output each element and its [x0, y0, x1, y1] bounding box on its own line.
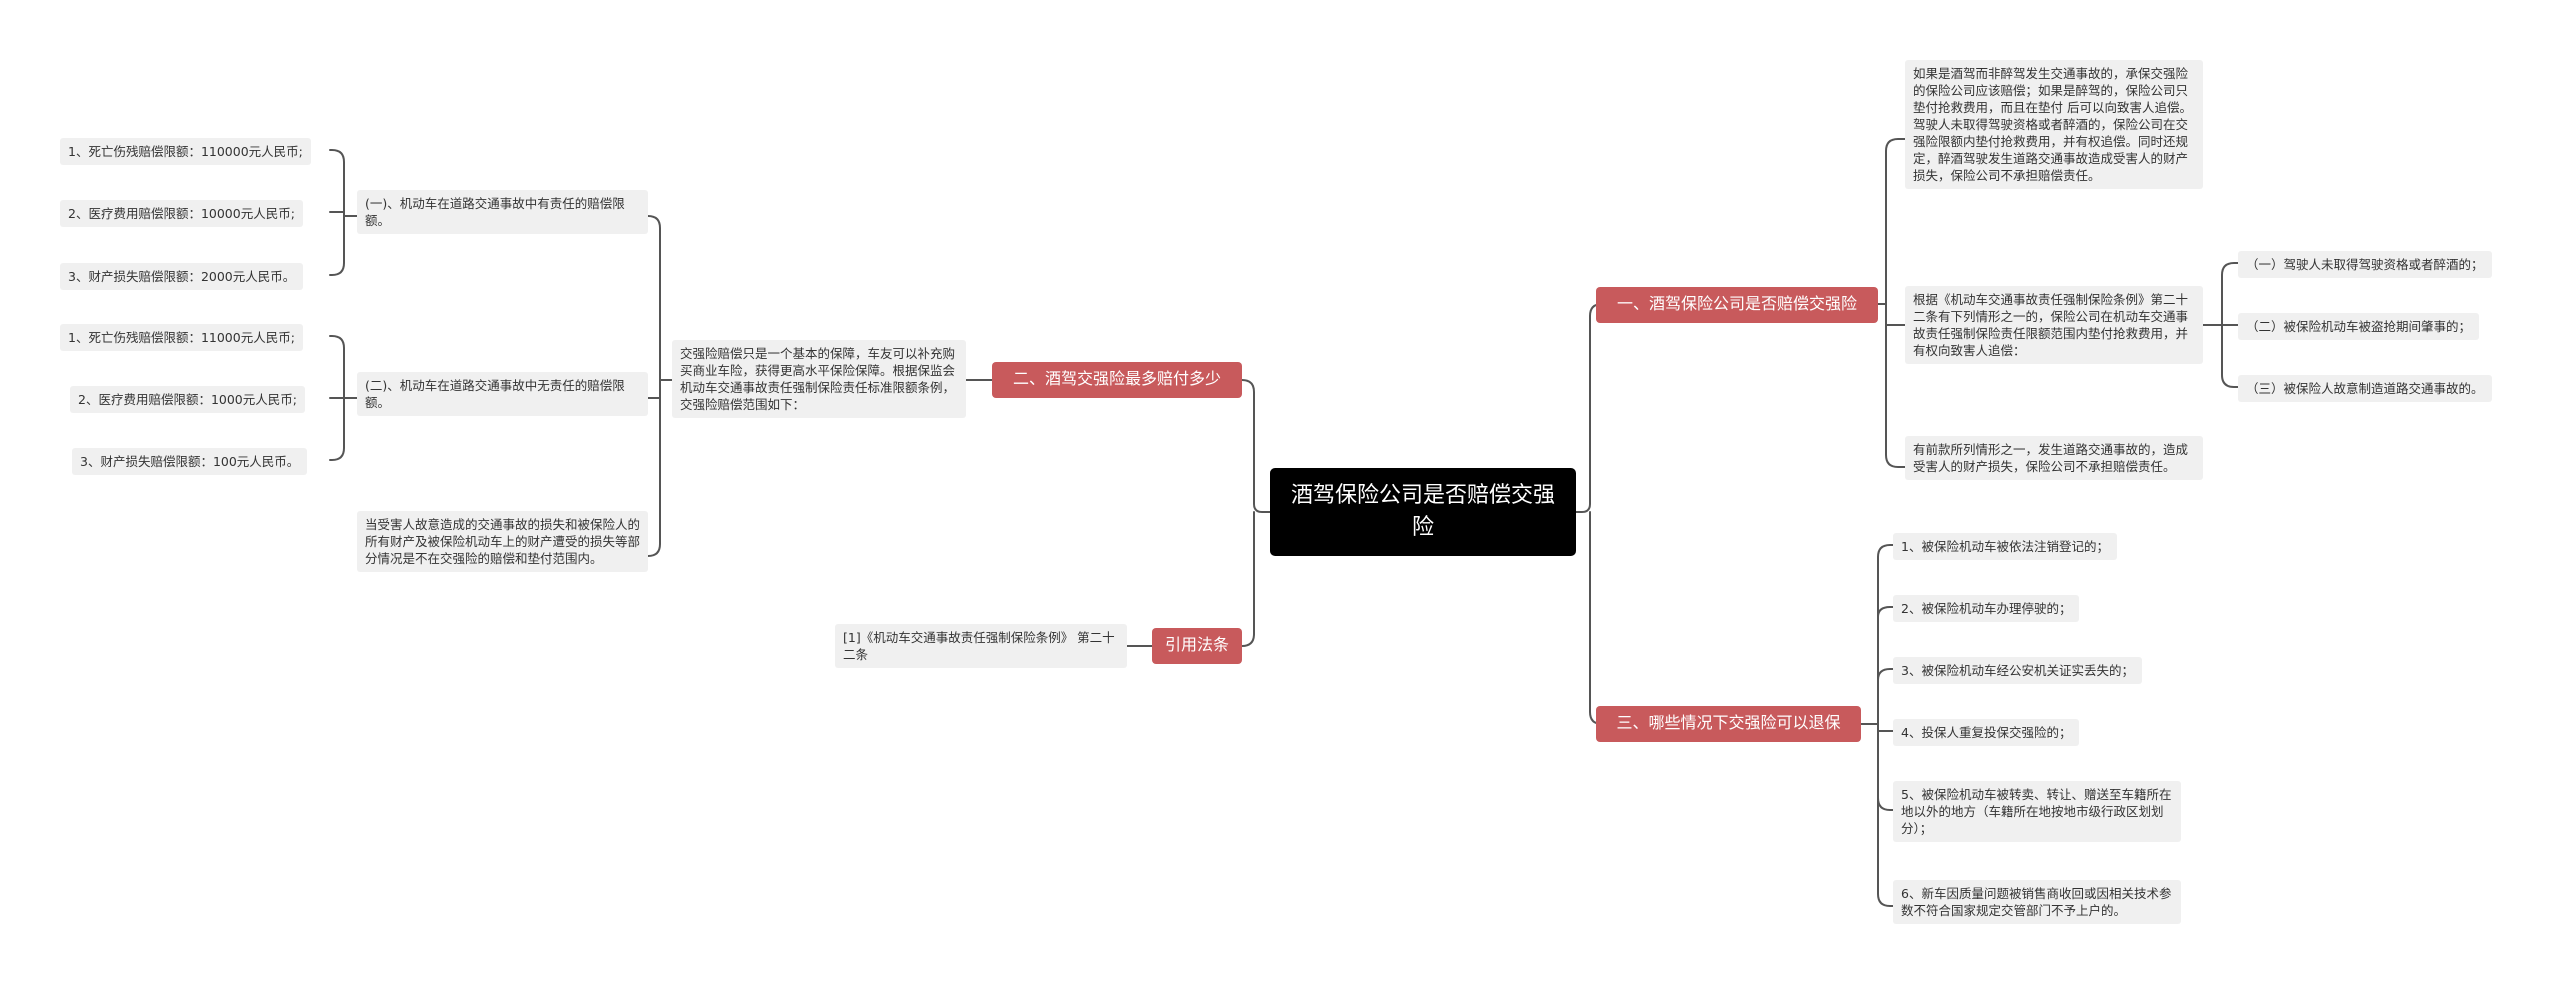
- b1-note-property-loss: 有前款所列情形之一，发生道路交通事故的，造成受害人的财产损失，保险公司不承担赔偿…: [1905, 436, 2203, 480]
- b3-item-1: 1、被保险机动车被依法注销登记的；: [1893, 533, 2117, 560]
- b2-g2-item-3: 3、财产损失赔偿限额：100元人民币。: [72, 448, 308, 475]
- b1-note-drunk-vs-intoxicated: 如果是酒驾而非醉驾发生交通事故的，承保交强险的保险公司应该赔偿；如果是醉驾的，保…: [1905, 60, 2203, 189]
- b2-g2-item-1: 1、死亡伤残赔偿限额：11000元人民币;: [60, 324, 303, 351]
- branch-2-max-compensation[interactable]: 二、酒驾交强险最多赔付多少: [992, 362, 1242, 398]
- b2-group-without-liability: (二)、机动车在道路交通事故中无责任的赔偿限额。: [357, 372, 648, 416]
- branch-1-drunk-driving-compensation[interactable]: 一、酒驾保险公司是否赔偿交强险: [1596, 287, 1878, 323]
- b1-item-1: （一）驾驶人未取得驾驶资格或者醉酒的；: [2238, 251, 2492, 278]
- b3-item-3: 3、被保险机动车经公安机关证实丢失的；: [1893, 657, 2142, 684]
- b3-item-5: 5、被保险机动车被转卖、转让、赠送至车籍所在地以外的地方（车籍所在地按地市级行政…: [1893, 781, 2181, 842]
- branch-3-surrender-conditions[interactable]: 三、哪些情况下交强险可以退保: [1596, 706, 1861, 742]
- b2-group-with-liability: (一)、机动车在道路交通事故中有责任的赔偿限额。: [357, 190, 648, 234]
- b1-item-3: （三）被保险人故意制造道路交通事故的。: [2238, 375, 2492, 402]
- b3-item-4: 4、投保人重复投保交强险的；: [1893, 719, 2080, 746]
- b2-g1-item-1: 1、死亡伤残赔偿限额：110000元人民币;: [60, 138, 311, 165]
- b1-item-2: （二）被保险机动车被盗抢期间肇事的；: [2238, 313, 2480, 340]
- b2-exclusion-note: 当受害人故意造成的交通事故的损失和被保险人的所有财产及被保险机动车上的财产遭受的…: [357, 511, 648, 572]
- b2-g1-item-2: 2、医疗费用赔偿限额：10000元人民币;: [60, 200, 303, 227]
- branch-4-cited-law[interactable]: 引用法条: [1152, 628, 1242, 664]
- b3-item-6: 6、新车因质量问题被销售商收回或因相关技术参数不符合国家规定交管部门不予上户的。: [1893, 880, 2181, 924]
- b2-intro-note: 交强险赔偿只是一个基本的保障，车友可以补充购买商业车险，获得更高水平保险保障。根…: [672, 340, 966, 418]
- b1-note-regulation-article-22: 根据《机动车交通事故责任强制保险条例》第二十二条有下列情形之一的，保险公司在机动…: [1905, 286, 2203, 364]
- b4-law-reference: [1]《机动车交通事故责任强制保险条例》 第二十二条: [835, 624, 1127, 668]
- b2-g1-item-3: 3、财产损失赔偿限额：2000元人民币。: [60, 263, 304, 290]
- b2-g2-item-2: 2、医疗费用赔偿限额：1000元人民币;: [70, 386, 305, 413]
- b3-item-2: 2、被保险机动车办理停驶的；: [1893, 595, 2080, 622]
- root-topic[interactable]: 酒驾保险公司是否赔偿交强险: [1270, 468, 1576, 556]
